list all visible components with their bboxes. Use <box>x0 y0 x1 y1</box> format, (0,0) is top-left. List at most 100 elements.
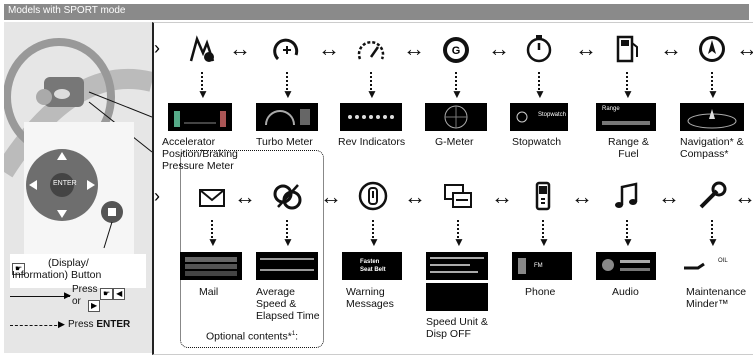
screen-maintenance: OIL <box>680 252 744 280</box>
wrench-icon <box>697 181 727 216</box>
display-button-key[interactable]: ☛ <box>12 258 26 276</box>
legend-dashed-arrowhead: ▶ <box>58 319 65 329</box>
dash-r2-7 <box>711 220 713 238</box>
legend-solid-arrow <box>10 296 70 297</box>
steering-wheel-illustration <box>4 22 152 353</box>
down-r2-2: ▼ <box>282 235 294 249</box>
dash-r2-5 <box>542 220 544 238</box>
label-turbo: Turbo Meter <box>256 136 313 148</box>
optional-contents-box <box>180 150 324 348</box>
optional-contents-label: Optional contents*1: <box>206 330 299 343</box>
label-range: Range &Fuel <box>608 136 649 160</box>
down-r1-1: ▼ <box>197 87 209 101</box>
dash-r1-2 <box>286 72 288 90</box>
down-r2-6: ▼ <box>622 235 634 249</box>
down-r2-1: ▼ <box>207 235 219 249</box>
arrow-r1-7: ↔ <box>736 36 753 61</box>
down-r1-7: ▼ <box>707 87 719 101</box>
display-button-label-2: Information) Button <box>12 269 102 281</box>
dash-r2-2 <box>286 220 288 238</box>
screen-compass <box>680 103 744 131</box>
stopwatch-icon <box>524 33 554 68</box>
display-button-label-1: (Display/ <box>48 257 89 269</box>
arrow-r2-3: ↔ <box>404 184 426 209</box>
label-audio: Audio <box>612 286 639 298</box>
down-r2-4: ▼ <box>453 235 465 249</box>
label-g-meter: G-Meter <box>435 136 474 148</box>
arrow-r2-6: ↔ <box>658 184 680 209</box>
dash-r1-5 <box>538 72 540 90</box>
dash-r2-6 <box>626 220 628 238</box>
screen-rev <box>340 103 402 131</box>
arrow-r2-4: ↔ <box>491 184 513 209</box>
label-phone: Phone <box>525 286 556 298</box>
label-mail: Mail <box>199 286 219 298</box>
arrow-r2-7: ↔ <box>734 184 753 209</box>
screen-stopwatch-text: Stopwatch <box>538 112 567 118</box>
average-speed-icon <box>272 181 302 216</box>
dash-r2-4 <box>457 220 459 238</box>
legend-dashed-arrow <box>10 325 62 326</box>
arrow-r1-1: ↔ <box>229 36 251 61</box>
dash-r2-3 <box>372 220 374 238</box>
legend-key-left: ◀ <box>113 288 126 300</box>
page-title: Models with SPORT mode <box>8 5 126 16</box>
down-r1-3: ▼ <box>366 87 378 101</box>
dash-r1-3 <box>370 72 372 90</box>
screen-disp-off <box>426 283 488 311</box>
screen-turbo <box>256 103 318 131</box>
speed-unit-icon <box>443 181 473 216</box>
label-stopwatch: Stopwatch <box>512 136 562 148</box>
legend-key-display: ☛◀ <box>100 283 126 301</box>
fuel-icon <box>612 33 642 68</box>
dash-r1-6 <box>626 72 628 90</box>
down-r1-5: ▼ <box>534 87 546 101</box>
legend-key-right: ▶ <box>88 295 101 313</box>
screen-range: Range <box>596 103 656 131</box>
label-speed-unit: Speed Unit &Disp OFF <box>426 316 488 340</box>
legend-or-label: or <box>72 296 81 307</box>
accelerator-icon <box>187 35 217 70</box>
svg-text:G: G <box>452 45 461 57</box>
arrow-r1-4: ↔ <box>488 36 510 61</box>
title-bar <box>4 4 749 20</box>
screen-average-speed <box>256 252 318 280</box>
display-icon: ☛ <box>12 263 26 275</box>
mail-icon <box>197 183 227 218</box>
enter-button[interactable]: ENTER <box>53 180 77 187</box>
turbo-icon <box>272 35 302 70</box>
screen-g-meter <box>425 103 487 131</box>
arrow-r2-2: ↔ <box>320 184 342 209</box>
screen-oil-text: OIL <box>718 258 728 264</box>
arrow-r2-5: ↔ <box>571 184 593 209</box>
down-r1-6: ▼ <box>622 87 634 101</box>
legend-press-enter-label: Press ENTER <box>68 319 131 330</box>
down-r1-4: ▼ <box>451 87 463 101</box>
steering-wheel-panel <box>4 22 152 353</box>
legend-press-label: Press <box>72 284 98 295</box>
label-compass: Navigation* &Compass* <box>680 136 744 160</box>
screen-phone: FM <box>512 252 572 280</box>
down-r2-3: ▼ <box>368 235 380 249</box>
arrow-r1-3: ↔ <box>403 36 425 61</box>
dash-r2-1 <box>211 220 213 238</box>
arrow-r2-1: ↔ <box>234 184 256 209</box>
compass-icon <box>697 34 727 69</box>
audio-icon <box>612 181 642 216</box>
down-r2-5: ▼ <box>538 235 550 249</box>
legend-solid-arrowhead: ▶ <box>64 290 71 300</box>
rev-icon <box>356 35 386 70</box>
dash-r1-7 <box>711 72 713 90</box>
warning-icon <box>358 181 388 216</box>
row2-entry-arrow: › <box>154 186 160 206</box>
screen-mail <box>180 252 242 280</box>
screen-range-text: Range <box>602 106 620 112</box>
screen-accelerator <box>168 103 232 131</box>
dash-r1-4 <box>455 72 457 90</box>
down-r2-7: ▼ <box>707 235 719 249</box>
screen-audio <box>596 252 656 280</box>
down-r1-2: ▼ <box>282 87 294 101</box>
